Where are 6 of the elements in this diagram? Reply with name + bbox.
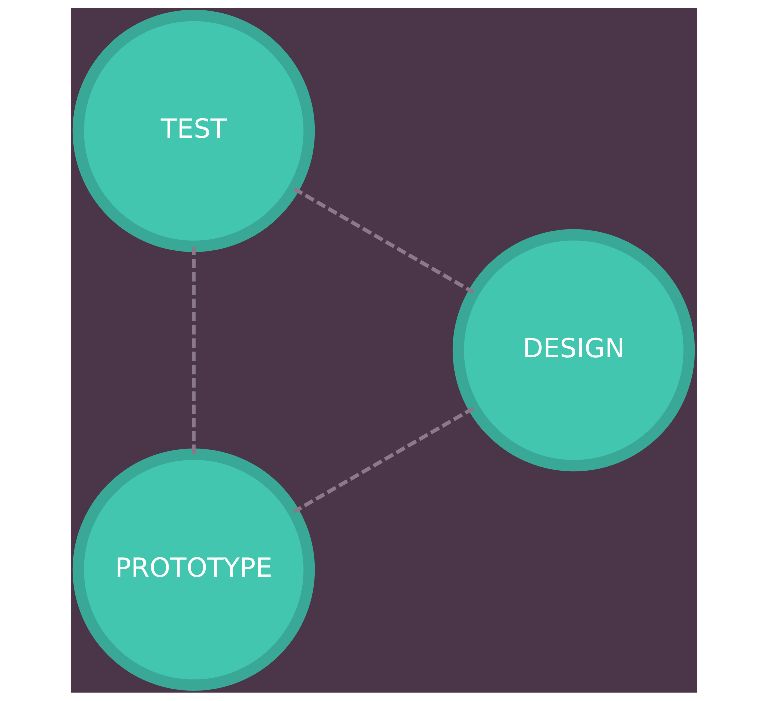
connector <box>293 187 475 294</box>
connector <box>192 246 196 454</box>
node-circle: PROTOTYPE <box>72 448 316 691</box>
node-circle: DESIGN <box>452 229 696 472</box>
connector <box>293 406 475 514</box>
node-circle: TEST <box>72 10 316 252</box>
